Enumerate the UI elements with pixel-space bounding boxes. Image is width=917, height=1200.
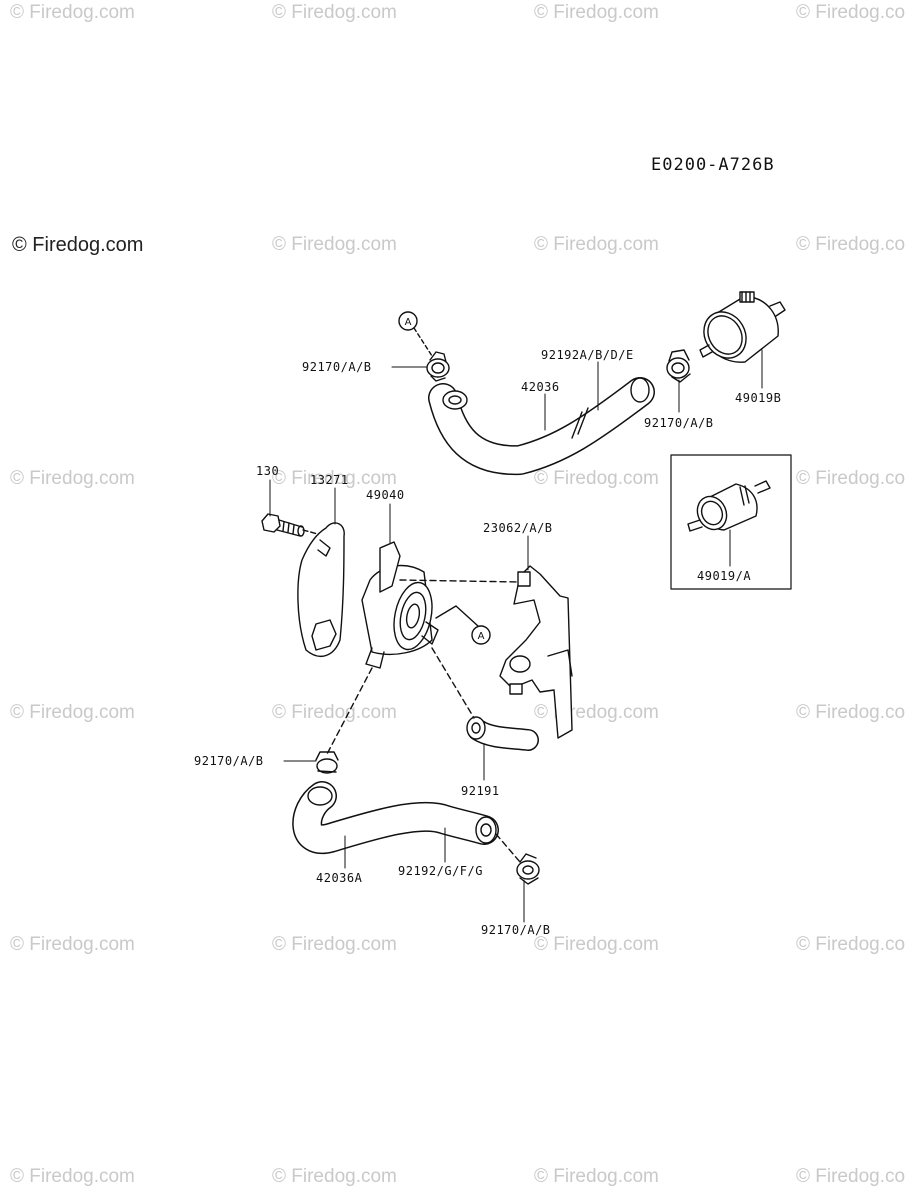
- part-label-clamp-top: 92170/A/B: [302, 360, 372, 374]
- upper-fuel-hose: [428, 377, 655, 476]
- watermark: © Firedog.co: [796, 2, 906, 23]
- fuel-pump-49040: [361, 541, 521, 669]
- part-label-hose-upper-range: 92192A/B/D/E: [541, 348, 634, 362]
- watermark: © Firedog.com: [534, 234, 659, 255]
- watermark: © Firedog.com: [272, 934, 397, 955]
- part-label-filter-b: 49019B: [735, 391, 782, 405]
- watermark: © Firedog.com: [534, 2, 659, 23]
- watermark: © Firedog.com: [534, 468, 659, 489]
- part-label-hose-upper: 42036: [521, 380, 560, 394]
- watermark: © Firedog.com: [534, 1166, 659, 1187]
- hose-clamp-bottom: [516, 853, 540, 885]
- watermark: © Firedog.com: [272, 2, 397, 23]
- inset-box: [670, 454, 792, 590]
- cover-13271: [297, 522, 345, 658]
- watermark: © Firedog.com: [534, 934, 659, 955]
- part-label-bracket: 23062/A/B: [483, 521, 553, 535]
- watermark: © Firedog.com: [272, 702, 397, 723]
- watermark: © Firedog.com: [10, 934, 135, 955]
- callout-a-middle-label: A: [478, 631, 485, 642]
- lower-fuel-hose: [292, 781, 499, 854]
- watermark: © Firedog.co: [796, 1166, 906, 1187]
- watermark: © Firedog.com: [272, 234, 397, 255]
- part-label-clamp-bottom: 92170/A/B: [481, 923, 551, 937]
- hose-clamp-left: [315, 751, 339, 774]
- watermark: © Firedog.com: [10, 702, 135, 723]
- part-label-fuel-pump: 49040: [366, 488, 405, 502]
- diagram-code: E0200-A726B: [651, 155, 775, 175]
- watermark: © Firedog.co: [796, 934, 906, 955]
- watermark: © Firedog.co: [796, 234, 906, 255]
- watermark: © Firedog.com: [272, 1166, 397, 1187]
- part-label-filter-a: 49019/A: [697, 569, 752, 583]
- leader-lines: [269, 349, 763, 923]
- watermark: © Firedog.co: [796, 702, 906, 723]
- callout-a-top-label: A: [405, 317, 412, 328]
- callout-a-top: [398, 311, 433, 357]
- hose-clamp-top: [426, 351, 450, 382]
- part-label-clamp-right: 92170/A/B: [644, 416, 714, 430]
- part-label-hose-short: 92191: [461, 784, 500, 798]
- callout-a-middle: [435, 605, 491, 645]
- fuel-filter-b: [699, 291, 786, 363]
- copyright-watermark: © Firedog.com: [12, 234, 144, 256]
- watermark: © Firedog.com: [10, 1166, 135, 1187]
- watermark: © Firedog.co: [796, 468, 906, 489]
- part-label-hose-lower-range: 92192/G/F/G: [398, 864, 483, 878]
- pump-bracket: [499, 565, 573, 739]
- watermark: © Firedog.com: [10, 468, 135, 489]
- part-label-hose-lower: 42036A: [316, 871, 363, 885]
- fuel-filter-a: [687, 480, 771, 532]
- part-label-bolt: 130: [256, 464, 280, 478]
- part-label-cover: 13271: [310, 473, 349, 487]
- hose-clamp-right: [666, 349, 691, 383]
- hose-92191: [466, 716, 539, 751]
- watermark: © Firedog.com: [10, 2, 135, 23]
- watermark: © Firedog.com: [272, 468, 397, 489]
- part-label-clamp-left: 92170/A/B: [194, 754, 264, 768]
